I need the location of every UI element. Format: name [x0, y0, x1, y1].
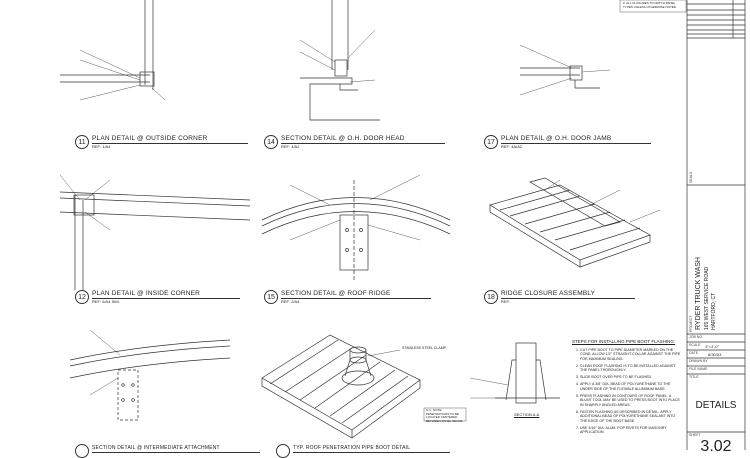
note-step: FASTEN FLASHING AS DESCRIBED IN DETAIL. … — [580, 410, 682, 424]
detail-title-text: SECTION DETAIL @ INTERMEDIATE ATTACHMENT — [92, 444, 260, 453]
detail-ref: REF: 1/A4 — [92, 144, 111, 149]
seals-label: SEALS — [689, 171, 693, 183]
sheet-number: 3.02 — [700, 438, 732, 455]
detail-ref: REF: 2/A4 — [281, 299, 300, 304]
title-label: TITLE — [689, 375, 699, 379]
detail-18-drawing — [489, 177, 661, 268]
detail-title-intermediate: SECTION DETAIL @ INTERMEDIATE ATTACHMENT — [75, 444, 260, 458]
detail-number-bubble: 17 — [484, 135, 498, 149]
detail-title-text: PLAN DETAIL @ O.H. DOOR JAMB — [501, 135, 652, 144]
project-address: 165 WEST SERVICE ROAD — [704, 266, 710, 330]
note-step: APPLY A 3/8" DIA. BEAD OF POLYURETHANE T… — [580, 382, 682, 391]
detail-14-drawing — [299, 0, 380, 121]
detail-ref: REF: 5/A4 SIM. — [92, 299, 120, 304]
detail-15-drawing — [261, 174, 451, 280]
detail-title-text: TYP. ROOF PENETRATION PIPE BOOT DETAIL — [293, 444, 451, 453]
detail-13-drawing — [69, 329, 231, 421]
detail-ref: REF: — [501, 299, 511, 304]
drawn-by-label: DRAWN BY — [689, 359, 708, 363]
detail-number-bubble — [75, 444, 89, 458]
detail-number-bubble: 11 — [75, 135, 89, 149]
top-note: 2. ALL CLOSURES TO MATCH PANEL TYPES UNL… — [623, 1, 677, 9]
title-block-lines — [686, 0, 746, 450]
job-no-label: JOB NO. — [689, 335, 704, 339]
note-step: USE 3/16" DIA. ALUM. POP RIVETS FOR MASO… — [580, 426, 682, 435]
detail-title-text: SECTION DETAIL @ ROOF RIDGE — [281, 290, 431, 299]
detail-ref: REF: 4A/A2 — [501, 144, 523, 149]
scale-label: SCALE — [689, 343, 701, 347]
note-step: CUT PIPE BOOT TO PIPE DIAMETER MARKED ON… — [580, 348, 682, 362]
detail-number-bubble: 18 — [484, 290, 498, 304]
file-name-label: FILE NAME — [689, 367, 708, 371]
detail-11-drawing — [60, 0, 166, 101]
pipe-boot-drawing — [261, 334, 467, 439]
notes-heading: STEPS FOR INSTALLING PIPE BOOT FLASHING: — [572, 339, 676, 344]
detail-number-bubble: 12 — [75, 290, 89, 304]
project-city: HARTFORD, CT — [711, 292, 717, 330]
sheet-label: SHEET — [689, 433, 701, 437]
note-step: SLIDE BOOT OVER PIPE TO BE FLASHED. — [580, 375, 682, 380]
detail-number-bubble — [276, 444, 290, 458]
detail-title-text: PLAN DETAIL @ OUTSIDE CORNER — [92, 135, 248, 144]
detail-title-pipe-boot: TYP. ROOF PENETRATION PIPE BOOT DETAIL — [276, 444, 451, 458]
project-name: RYDER TRUCK WASH — [695, 257, 702, 330]
detail-title-text: RIDGE CLOSURE ASSEMBLY — [501, 290, 636, 299]
detail-number-bubble: 15 — [264, 290, 278, 304]
pipe-boot-notes: STEPS FOR INSTALLING PIPE BOOT FLASHING:… — [572, 339, 682, 437]
scale-value: 3"=1'-0" — [705, 344, 719, 349]
note-step: CLEAN ROOF FLASHING IS TO BE INSTALLED A… — [580, 364, 682, 373]
detail-number-bubble: 14 — [264, 135, 278, 149]
date-value: 6/30/03 — [708, 352, 722, 357]
gc-note: G.C. NOTE: PENETRATIONS TO BE LOCATED CE… — [426, 408, 463, 423]
detail-title-text: SECTION DETAIL @ O.H. DOOR HEAD — [281, 135, 445, 144]
project-label: PROJECT — [689, 315, 693, 332]
detail-ref: REF: 4/A2 — [281, 144, 300, 149]
section-aa-drawing — [469, 342, 560, 404]
detail-12-drawing — [59, 174, 251, 290]
section-aa-label: SECTION A-A — [514, 412, 540, 417]
sheet-title: DETAILS — [695, 400, 737, 411]
clamp-label: STAINLESS STEEL CLAMP — [402, 346, 446, 350]
note-step: PRESS FLASHING IN CONTOURS OF ROOF PANEL… — [580, 394, 682, 408]
detail-17-drawing — [519, 44, 611, 96]
detail-title-text: PLAN DETAIL @ INSIDE CORNER — [92, 290, 241, 299]
date-label: DATE — [689, 351, 699, 355]
